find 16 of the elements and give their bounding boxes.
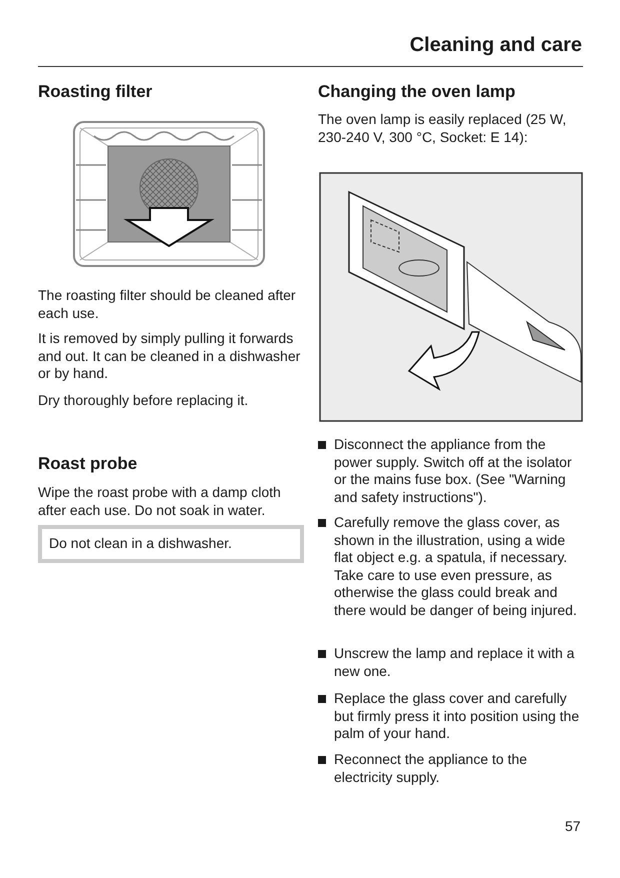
instruction-step: Reconnect the appliance to the electricity supply. — [334, 751, 584, 786]
section-heading: Roasting filter — [38, 83, 154, 100]
paragraph: It is removed by simply pulling it forwards and out. It can be cleaned in a dishwasher or by hand. — [38, 330, 302, 382]
paragraph: Dry thoroughly before replacing it. — [38, 392, 250, 410]
instruction-step: Replace the glass cover and carefully but firmly press it into position using the palm of your hand. — [334, 690, 584, 742]
paragraph: Wipe the roast probe with a damp cloth after each use. Do not soak in water. — [38, 484, 282, 519]
instruction-step: Disconnect the appliance from the power supply. Switch off at the isolator or the mains fuse box. (See "Warning and safety instructions"). — [334, 436, 584, 506]
warning-note: Do not clean in a dishwasher. — [38, 525, 304, 562]
instruction-step: Unscrew the lamp and replace it with a new one. — [334, 645, 584, 680]
section-heading: Roast probe — [38, 455, 138, 472]
page-title: Cleaning and care — [410, 34, 582, 57]
section-heading: Changing the oven lamp — [318, 83, 516, 100]
paragraph: The oven lamp is easily replaced (25 W, 230-240 V, 300 °C, Socket: E 14): — [318, 111, 568, 146]
instruction-step: Carefully remove the glass cover, as shown in the illustration, using a wide flat object e.g. a spatula, if necessary. Take care to use even pressure, as otherwise the glass could break and there would be danger of being injured. — [334, 514, 584, 619]
page-number: 57 — [565, 818, 582, 836]
paragraph: The roasting filter should be cleaned after each use. — [38, 287, 297, 322]
